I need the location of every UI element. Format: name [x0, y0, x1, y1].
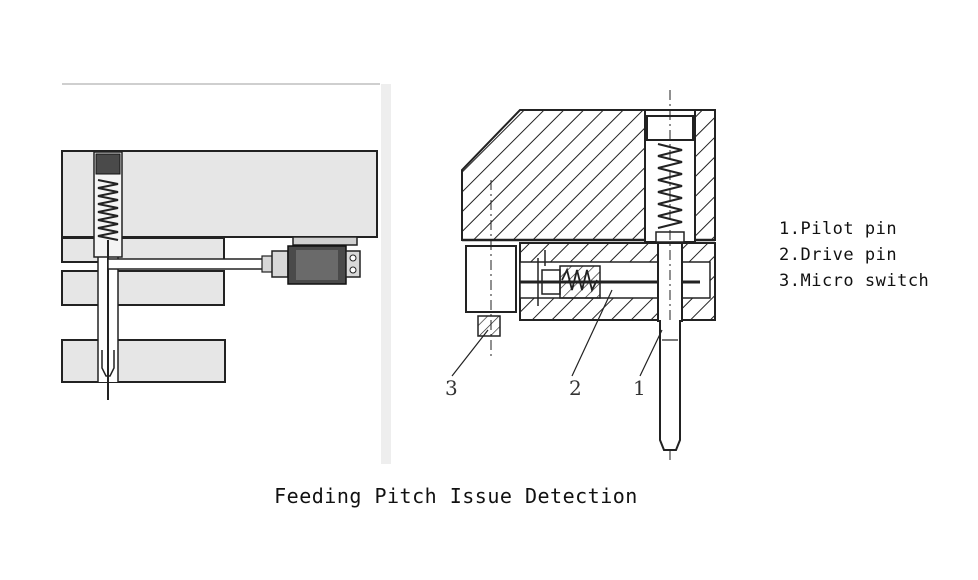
leader-2	[571, 289, 613, 377]
parts-legend: 1.Pilot pin 2.Drive pin 3.Micro switch	[779, 216, 929, 294]
micro-switch-left	[271, 245, 361, 285]
callout-drive-pin: 2	[569, 376, 582, 400]
legend-item-micro-switch: 3.Micro switch	[779, 271, 930, 291]
switch-bracket	[292, 236, 358, 246]
legend-item-drive-pin: 2.Drive pin	[779, 245, 898, 265]
leader-1	[639, 329, 663, 377]
stripper-plate-upper	[61, 237, 225, 263]
panel-divider	[381, 84, 391, 464]
right-panel-technical-drawing: 3 2 1	[445, 90, 716, 460]
callout-micro-switch: 3	[445, 376, 458, 400]
figure-caption: Feeding Pitch Issue Detection	[274, 484, 638, 508]
lower-die-plate	[61, 339, 226, 383]
callout-pilot-pin: 1	[633, 376, 646, 400]
pilot-pin-tip	[659, 320, 681, 451]
stripper-plate-lower	[61, 270, 225, 306]
legend-item-pilot-pin: 1.Pilot pin	[779, 219, 898, 239]
left-panel-die-section	[61, 83, 391, 464]
leader-3	[451, 329, 489, 377]
spring-cap	[95, 153, 121, 175]
spring-coil	[97, 179, 119, 241]
drive-spring	[561, 267, 598, 293]
pilot-spring	[657, 143, 683, 229]
drive-rod	[107, 258, 279, 270]
